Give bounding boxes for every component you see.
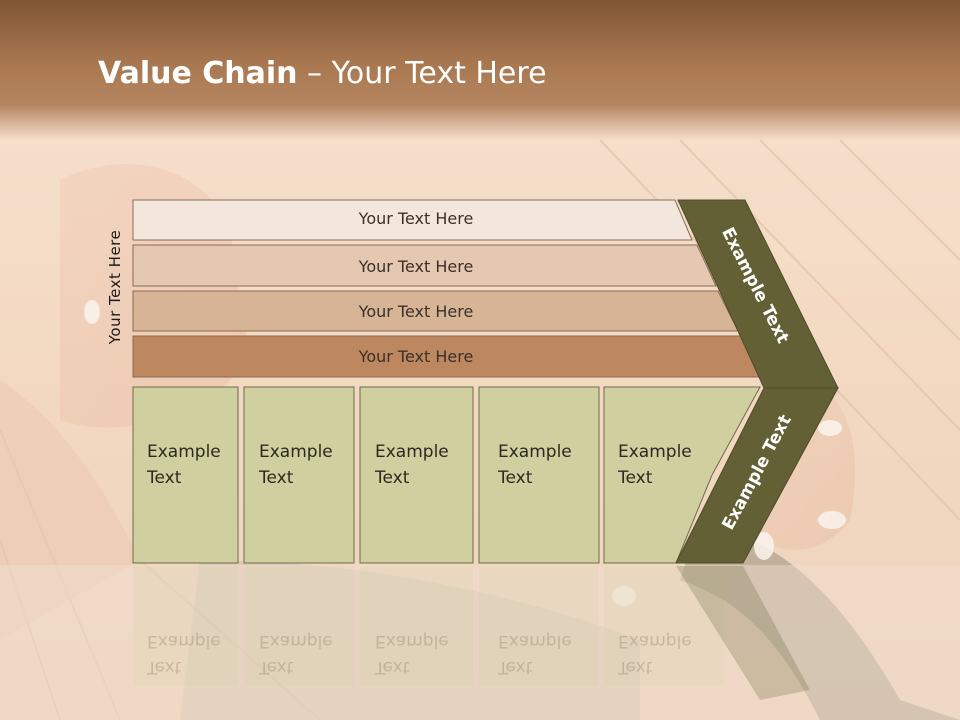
title-bold: Value Chain [98, 56, 298, 91]
bar-label-3: Your Text Here [358, 302, 474, 321]
box-label-4-line1: Example [498, 442, 572, 462]
box-label-4-line2: Text [498, 468, 533, 488]
reflection-text-1: Text Example [147, 628, 247, 680]
reflection-text-1-line2: Text [147, 657, 182, 677]
box-label-1-line2: Text [147, 468, 182, 488]
box-1 [132, 386, 239, 564]
reflection-text-1-line1: Example [147, 631, 221, 651]
box-5 [603, 386, 761, 564]
box-label-3-line2: Text [375, 468, 410, 488]
box-2 [243, 386, 355, 564]
title-rest: – Your Text Here [297, 56, 547, 91]
box-label-2-line2: Text [259, 468, 294, 488]
reflection-text-3: Text Example [375, 628, 475, 680]
reflection-text-3-line2: Text [375, 657, 410, 677]
reflection-text-5-line2: Text [618, 657, 653, 677]
chevron-lower [675, 387, 839, 564]
reflection-chevron [676, 566, 810, 700]
reflection-text-3-line1: Example [375, 631, 449, 651]
reflection-box-2 [244, 566, 354, 686]
title-bar [0, 0, 960, 140]
slide-title: Value Chain – Your Text Here [98, 56, 547, 91]
box-label-1-line1: Example [147, 442, 221, 462]
reflection-text-4-line2: Text [498, 657, 533, 677]
reflection-text-4: Text Example [498, 628, 598, 680]
bar-1 [132, 199, 693, 241]
reflection-box-5 [604, 566, 724, 686]
bar-label-4: Your Text Here [358, 347, 474, 366]
box-label-5-line2: Text [618, 468, 653, 488]
reflection-text-2-line1: Example [259, 631, 333, 651]
side-label: Your Text Here [106, 229, 124, 345]
bar-label-1: Your Text Here [358, 209, 474, 228]
box-label-5-line1: Example [618, 442, 692, 462]
reflection-text-2-line2: Text [259, 657, 294, 677]
box-3 [359, 386, 474, 564]
reflection-box-3 [360, 566, 473, 686]
bar-label-2: Your Text Here [358, 257, 474, 276]
reflection-text-2: Text Example [259, 628, 359, 680]
box-label-2-line1: Example [259, 442, 333, 462]
reflection-text-5: Text Example [618, 628, 718, 680]
box-label-3-line1: Example [375, 442, 449, 462]
reflection-text-4-line1: Example [498, 631, 572, 651]
reflection-box-4 [479, 566, 599, 686]
reflection-box-1 [133, 566, 238, 686]
bar-2 [132, 244, 717, 287]
reflection-text-5-line1: Example [618, 631, 692, 651]
box-4 [478, 386, 600, 564]
